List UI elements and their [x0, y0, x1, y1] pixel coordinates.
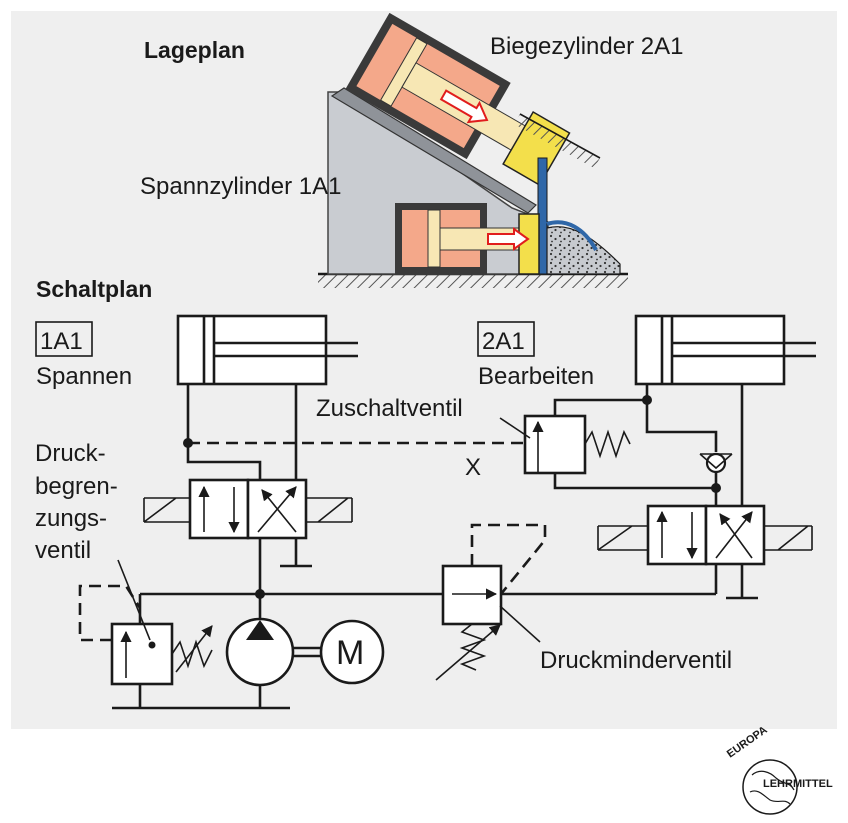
bending-jaw [502, 110, 571, 187]
zuschaltventil-leader [499, 417, 531, 439]
directional-valve-1a1 [143, 478, 353, 594]
label-bending-cylinder: Biegezylinder 2A1 [490, 33, 683, 60]
cylinder-2a1-symbol [634, 314, 816, 506]
check-valve-symbol [699, 452, 733, 506]
relief-label-line3: zungs- [35, 505, 107, 532]
druckminderventil-leader [499, 605, 541, 643]
relief-label-line2: begren- [35, 473, 118, 500]
globe-icon [742, 759, 798, 815]
ground-hatch [318, 274, 628, 288]
logo-bottom-text: LEHRMITTEL [763, 778, 833, 790]
motor-label: M [336, 634, 364, 672]
clamping-cylinder [395, 203, 540, 275]
tag-box-1a1 [35, 321, 93, 357]
europa-lehrmittel-logo: EUROPA LEHRMITTEL [725, 724, 833, 815]
lageplan-heading: Lageplan [144, 37, 245, 63]
lageplan-illustration [318, 12, 628, 288]
druckminderventil-symbol [435, 523, 547, 681]
desc-1a1: Spannen [36, 363, 132, 390]
cylinder-1a1-symbol [176, 314, 358, 480]
tag-box-2a1 [477, 321, 535, 357]
druckminderventil-label: Druckminderventil [540, 647, 732, 674]
x-port-label: X [465, 454, 481, 481]
logo-top-text: EUROPA [725, 724, 770, 760]
zuschaltventil-label: Zuschaltventil [316, 395, 463, 422]
line-a-1a1 [186, 443, 262, 480]
workpiece [546, 226, 621, 275]
relief-label-line1: Druck- [35, 440, 106, 467]
inclined-rail [330, 87, 537, 214]
motor-icon [319, 619, 385, 685]
bending-cylinder [345, 12, 571, 187]
directional-valve-2a1 [597, 504, 813, 600]
relief-leader [117, 559, 151, 641]
tag-1a1: 1A1 [40, 328, 83, 355]
arrow-right-icon [487, 227, 530, 251]
schaltplan-heading: Schaltplan [36, 276, 152, 302]
arrow-right-icon [439, 89, 489, 124]
ceiling-hatch [514, 114, 600, 168]
relief-label-line4: ventil [35, 537, 91, 564]
desc-2a1: Bearbeiten [478, 363, 594, 390]
druckbegrenzungsventil-symbol [78, 584, 213, 708]
pump-motor-group: M [112, 594, 385, 710]
tag-2a1: 2A1 [482, 328, 525, 355]
zuschaltventil-symbol [523, 395, 718, 490]
label-clamping-cylinder: Spannzylinder 1A1 [140, 173, 341, 200]
